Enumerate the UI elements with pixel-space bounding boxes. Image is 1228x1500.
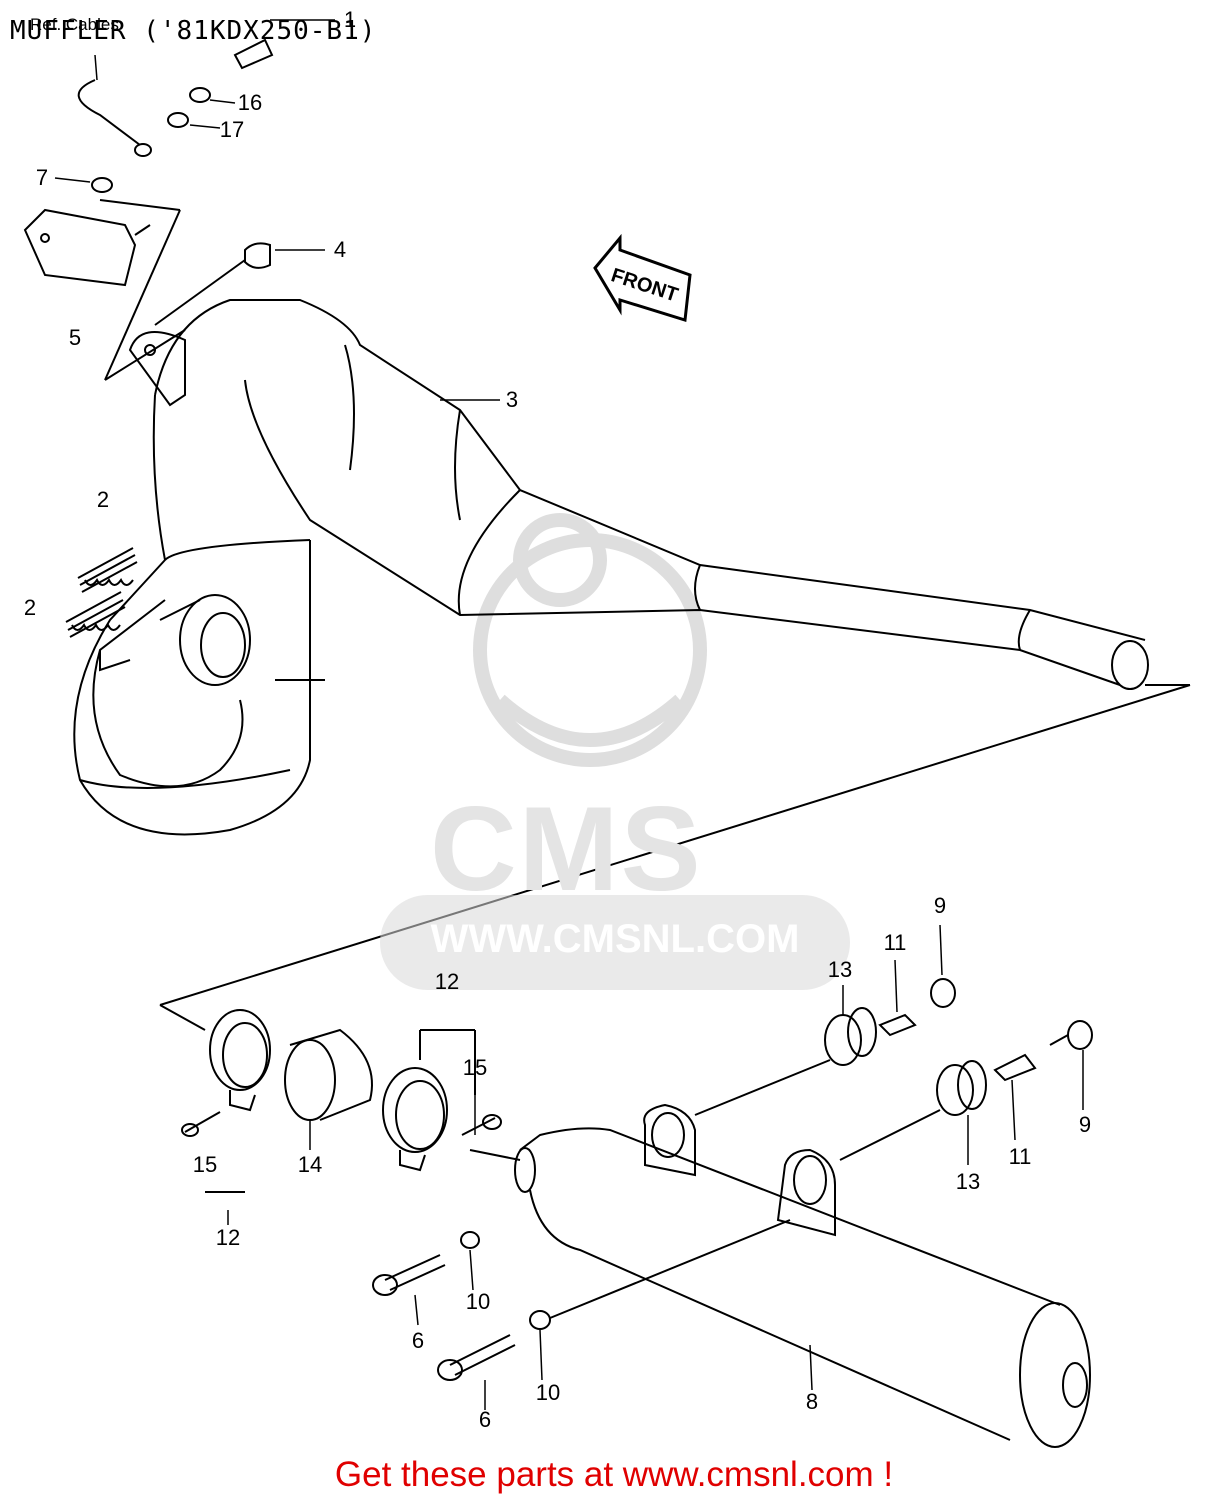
part-label-8: 8 bbox=[805, 1389, 819, 1414]
front-arrow-icon bbox=[593, 233, 692, 322]
watermark-url: WWW.CMSNL.COM bbox=[430, 917, 800, 961]
mount-hardware bbox=[824, 978, 1093, 1116]
part-label-9b: 9 bbox=[1078, 1112, 1092, 1137]
silencer-frame bbox=[159, 684, 1191, 1031]
part-label-6b: 6 bbox=[478, 1407, 492, 1432]
part-label-17: 17 bbox=[219, 117, 245, 142]
part-label-13a: 13 bbox=[827, 957, 853, 982]
part-label-10b: 10 bbox=[535, 1380, 561, 1405]
silencer bbox=[469, 1059, 1091, 1448]
part-label-4: 4 bbox=[333, 237, 347, 262]
springs bbox=[65, 547, 138, 638]
watermark-mascot bbox=[473, 513, 707, 767]
part-label-12b: 12 bbox=[215, 1225, 241, 1250]
watermark-badge bbox=[380, 895, 850, 990]
clamps bbox=[181, 1009, 502, 1193]
part-label-1: 1 bbox=[343, 7, 357, 32]
part-label-14: 14 bbox=[297, 1152, 323, 1177]
part-label-5: 5 bbox=[68, 325, 82, 350]
ref-cables-label: Ref. Cables bbox=[30, 15, 119, 34]
part-label-15b: 15 bbox=[192, 1152, 218, 1177]
part-label-12a: 12 bbox=[434, 969, 460, 994]
part-label-6a: 6 bbox=[411, 1328, 425, 1353]
bracket-assembly bbox=[23, 38, 274, 381]
part-label-13b: 13 bbox=[955, 1169, 981, 1194]
expansion-chamber bbox=[73, 299, 1149, 836]
part-label-11a: 11 bbox=[883, 930, 907, 955]
part-label-2b: 2 bbox=[23, 595, 37, 620]
part-label-7: 7 bbox=[35, 165, 49, 190]
part-label-2a: 2 bbox=[96, 487, 110, 512]
bolts bbox=[372, 1219, 791, 1381]
part-label-11b: 11 bbox=[1008, 1144, 1032, 1169]
diagram-title: MUFFLER ('81KDX250-B1) bbox=[10, 16, 377, 46]
part-label-3: 3 bbox=[505, 387, 519, 412]
footer-link-text[interactable]: Get these parts at www.cmsnl.com ! bbox=[334, 1455, 894, 1494]
part-label-16: 16 bbox=[237, 90, 263, 115]
leader-lines bbox=[54, 19, 1084, 1410]
part-label-9a: 9 bbox=[933, 893, 947, 918]
watermark-brand: CMS bbox=[430, 782, 703, 916]
part-label-15a: 15 bbox=[462, 1055, 488, 1080]
part-label-10a: 10 bbox=[465, 1289, 491, 1314]
